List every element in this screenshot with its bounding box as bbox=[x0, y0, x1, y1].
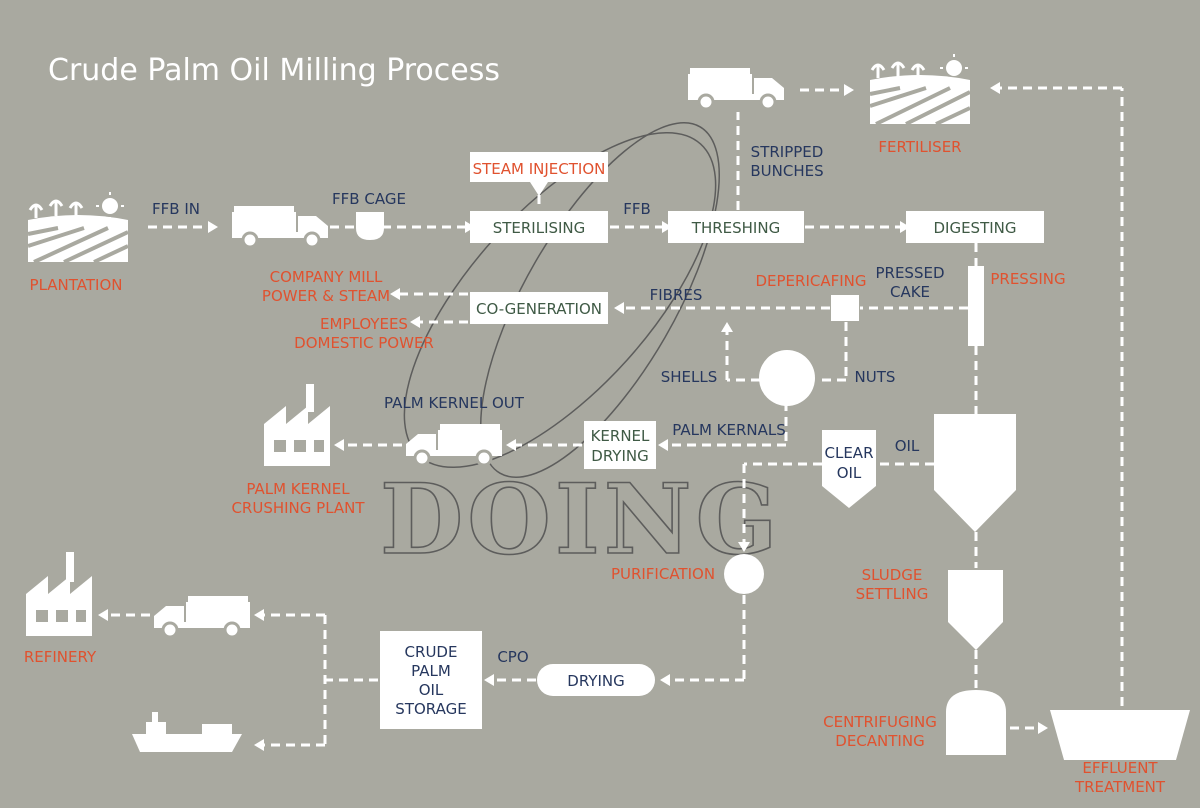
clarifier-tank-icon bbox=[934, 414, 1016, 532]
oil-label: OIL bbox=[895, 437, 920, 455]
co-generation-box: CO-GENERATION bbox=[470, 292, 608, 324]
palm-kernals-label: PALM KERNALS bbox=[672, 421, 786, 439]
fertiliser-label: FERTILISER bbox=[878, 138, 961, 156]
effluent-label-2: TREATMENT bbox=[1074, 778, 1166, 796]
company-mill-label-1: COMPANY MILL bbox=[270, 268, 383, 286]
palm-kernel-out-label: PALM KERNEL OUT bbox=[384, 394, 525, 412]
steam-injection-box: STEAM INJECTION bbox=[470, 152, 608, 196]
stripped-bunches-label-1: STRIPPED bbox=[751, 143, 824, 161]
kernel-drying-box: KERNEL DRYING bbox=[584, 421, 656, 469]
watermark: DOING bbox=[379, 122, 782, 577]
sludge-settling-label-1: SLUDGE bbox=[862, 566, 923, 584]
storage-label-4: STORAGE bbox=[395, 700, 466, 718]
plantation-label: PLANTATION bbox=[30, 276, 123, 294]
clear-oil-box: CLEAR OIL bbox=[822, 430, 876, 508]
threshing-label: THRESHING bbox=[691, 219, 780, 237]
ffb-cage-icon bbox=[356, 212, 384, 240]
storage-label-3: OIL bbox=[419, 681, 444, 699]
truck-icon-stripped bbox=[688, 68, 784, 111]
crude-palm-oil-storage-box: CRUDE PALM OIL STORAGE bbox=[380, 631, 482, 729]
effluent-label-1: EFFLUENT bbox=[1082, 759, 1158, 777]
fibres-label: FIBRES bbox=[650, 286, 703, 304]
employees-label-1: EMPLOYEES bbox=[320, 315, 408, 333]
ffb-in-label: FFB IN bbox=[152, 200, 200, 218]
threshing-box: THRESHING bbox=[668, 211, 804, 243]
steam-injection-label: STEAM INJECTION bbox=[473, 160, 606, 178]
truck-icon-kernel bbox=[406, 424, 502, 467]
sterilising-box: STERILISING bbox=[470, 211, 608, 243]
shells-label: SHELLS bbox=[661, 368, 718, 386]
purification-label: PURIFICATION bbox=[611, 565, 715, 583]
depericafing-label: DEPERICAFING bbox=[755, 272, 866, 290]
settling-tank-icon bbox=[948, 570, 1003, 650]
centrifuging-label-2: DECANTING bbox=[835, 732, 924, 750]
clear-oil-label-2: OIL bbox=[837, 464, 862, 482]
kernel-drying-label-2: DRYING bbox=[591, 447, 648, 465]
cpo-label: CPO bbox=[497, 648, 528, 666]
sludge-settling-label-2: SETTLING bbox=[856, 585, 929, 603]
page-title: Crude Palm Oil Milling Process bbox=[48, 53, 500, 88]
depericarper-icon bbox=[831, 295, 859, 321]
digesting-label: DIGESTING bbox=[933, 219, 1016, 237]
watermark-text: DOING bbox=[380, 463, 782, 576]
pressed-cake-label-2: CAKE bbox=[890, 283, 930, 301]
arrowheads bbox=[98, 82, 1048, 751]
refinery-label: REFINERY bbox=[24, 648, 97, 666]
co-generation-label: CO-GENERATION bbox=[476, 300, 602, 318]
ship-icon bbox=[132, 712, 242, 752]
storage-label-2: PALM bbox=[411, 662, 451, 680]
crushing-plant-label-2: CRUSHING PLANT bbox=[231, 499, 365, 517]
crushing-plant-label-1: PALM KERNEL bbox=[246, 480, 350, 498]
centrifuging-label-1: CENTRIFUGING bbox=[823, 713, 937, 731]
centrifuge-icon bbox=[946, 690, 1006, 755]
digesting-box: DIGESTING bbox=[906, 211, 1044, 243]
nut-cracker-icon bbox=[759, 350, 815, 406]
sterilising-label: STERILISING bbox=[493, 219, 586, 237]
storage-label-1: CRUDE bbox=[405, 643, 458, 661]
fertiliser-field-icon bbox=[869, 54, 971, 126]
factory-icon-crushing bbox=[264, 384, 330, 466]
clear-oil-label-1: CLEAR bbox=[825, 444, 874, 462]
stripped-bunches-label-2: BUNCHES bbox=[750, 162, 823, 180]
kernel-drying-label-1: KERNEL bbox=[591, 427, 650, 445]
ffb-cage-label: FFB CAGE bbox=[332, 190, 406, 208]
effluent-pond-icon bbox=[1050, 710, 1190, 760]
pressing-label: PRESSING bbox=[990, 270, 1065, 288]
purifier-icon bbox=[724, 554, 764, 594]
drying-label: DRYING bbox=[567, 672, 624, 690]
press-icon bbox=[968, 266, 984, 346]
factory-icon-refinery bbox=[26, 552, 92, 636]
drying-box: DRYING bbox=[537, 664, 655, 696]
employees-label-2: DOMESTIC POWER bbox=[294, 334, 434, 352]
ffb-label: FFB bbox=[623, 200, 651, 218]
plantation-icon bbox=[27, 192, 129, 264]
flow-lines bbox=[106, 86, 1124, 747]
truck-icon-refinery bbox=[154, 596, 250, 639]
pressed-cake-label-1: PRESSED bbox=[875, 264, 944, 282]
company-mill-label-2: POWER & STEAM bbox=[262, 287, 390, 305]
truck-icon-ffb bbox=[232, 206, 328, 249]
nuts-label: NUTS bbox=[855, 368, 896, 386]
